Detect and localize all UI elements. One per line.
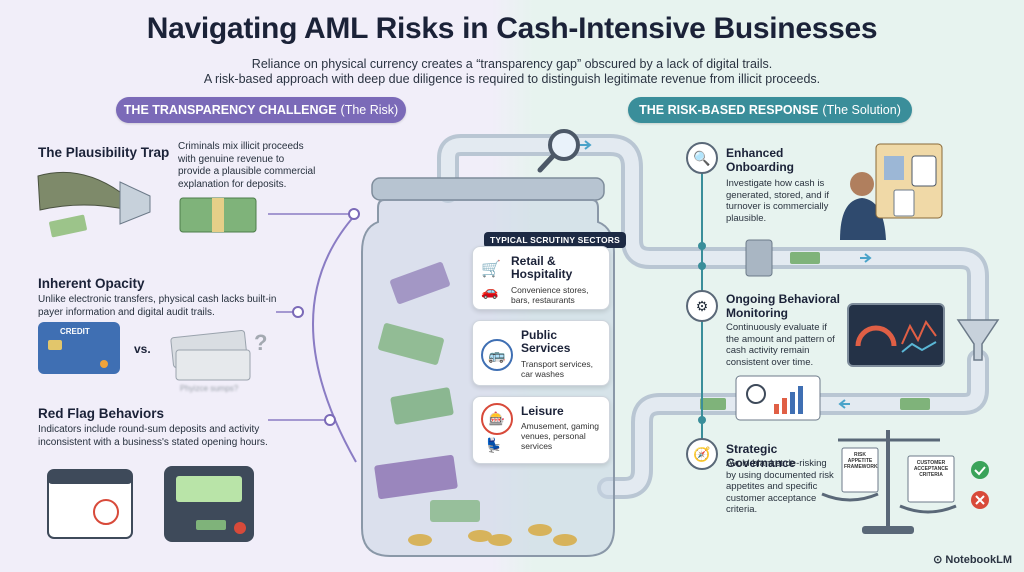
brand-label: ⊙ NotebookLM [933, 553, 1012, 566]
balance-scale-illustration [821, 430, 989, 534]
vs-label: vs. [134, 342, 151, 356]
risk-pill-bold: THE TRANSPARENCY CHALLENGE [123, 103, 337, 117]
connector-node [324, 414, 336, 426]
risk-body-red-flags: Indicators include round-sum deposits an… [38, 424, 268, 448]
sector-card-retail: 🛒 🚗 Retail & Hospitality Convenience sto… [472, 246, 610, 310]
customer-acceptance-doc-label: CUSTOMER ACCEPTANCE CRITERIA [913, 460, 949, 478]
brand-text: NotebookLM [945, 554, 1012, 566]
connector-node [292, 306, 304, 318]
solution-title-governance: Strategic Governance [726, 442, 796, 470]
blurred-caption: Phyizce sumps? [180, 384, 239, 393]
solution-pill-rest: (The Solution) [822, 103, 901, 117]
solution-section-pill: THE RISK-BASED RESPONSE (The Solution) [628, 97, 912, 123]
sector-body-retail: Convenience stores, bars, restaurants [511, 285, 589, 305]
risk-section-pill: THE TRANSPARENCY CHALLENGE (The Risk) [116, 97, 406, 123]
solution-body-monitoring: Continuously evaluate if the amount and … [726, 322, 835, 368]
risk-title-opacity: Inherent Opacity [38, 276, 145, 291]
risk-title-plausibility: The Plausibility Trap [38, 145, 170, 160]
subtitle-line-1: Reliance on physical currency creates a … [251, 57, 773, 71]
pipe-chart-illustration [735, 375, 821, 421]
risk-title-red-flags: Red Flag Behaviors [38, 406, 165, 421]
sector-card-public: 🚌 Public Services Transport services, ca… [472, 320, 610, 386]
money-funnel-illustration [37, 171, 257, 238]
solution-pill-bold: THE RISK-BASED RESPONSE [639, 103, 819, 117]
solution-title-onboarding: Enhanced Onboarding [726, 146, 794, 174]
sectors-tag: TYPICAL SCRUTINY SECTORS [484, 232, 626, 248]
sector-title-retail: Retail & Hospitality [511, 254, 573, 281]
subtitle-line-2: A risk-based approach with deep due dili… [203, 72, 821, 86]
pipe-filter-icon [745, 239, 773, 277]
chip-icon: 🎰 [481, 403, 513, 435]
solution-body-onboarding: Investigate how cash is generated, store… [726, 178, 829, 224]
car-icon: 🚗 [481, 283, 499, 299]
sector-title-public: Public Services [521, 328, 571, 355]
magnifier-graphic [548, 129, 580, 161]
notebooklm-icon: ⊙ [933, 554, 943, 566]
sector-title-leisure: Leisure [521, 404, 564, 418]
funnel-icon [956, 319, 1000, 361]
credit-card-label: CREDIT [60, 327, 90, 336]
question-mark: ? [254, 330, 268, 355]
calendar-and-terminal-illustration [47, 466, 254, 542]
solution-title-monitoring: Ongoing Behavioral Monitoring [726, 292, 841, 320]
sector-body-leisure: Amusement, gaming venues, personal servi… [521, 421, 599, 451]
sector-body-public: Transport services, car washes [521, 359, 593, 379]
analyst-illustration [840, 143, 943, 240]
check-icon [971, 461, 989, 479]
chair-icon: 💺 [485, 437, 503, 453]
compass-icon: 🧭 [686, 438, 718, 470]
risk-body-opacity: Unlike electronic transfers, physical ca… [38, 294, 277, 318]
risk-appetite-doc-label: RISK APPETITE FRAMEWORK [844, 452, 878, 470]
solution-body-governance: Avoid blanket de-risking by using docume… [726, 458, 834, 515]
card-vs-cash-illustration [38, 322, 251, 381]
cart-icon: 🛒 [481, 261, 501, 278]
risk-body-plausibility: Criminals mix illicit proceeds with genu… [178, 141, 316, 190]
page-title: Navigating AML Risks in Cash-Intensive B… [146, 12, 878, 45]
sector-card-leisure: 🎰 💺 Leisure Amusement, gaming venues, pe… [472, 396, 610, 464]
risk-pill-rest: (The Risk) [340, 103, 399, 117]
connector-node [348, 208, 360, 220]
monitoring-dashboard-illustration [847, 303, 945, 367]
bus-icon: 🚌 [481, 339, 513, 371]
magnifier-icon: 🔍 [686, 142, 718, 174]
gears-icon: ⚙ [686, 290, 718, 322]
